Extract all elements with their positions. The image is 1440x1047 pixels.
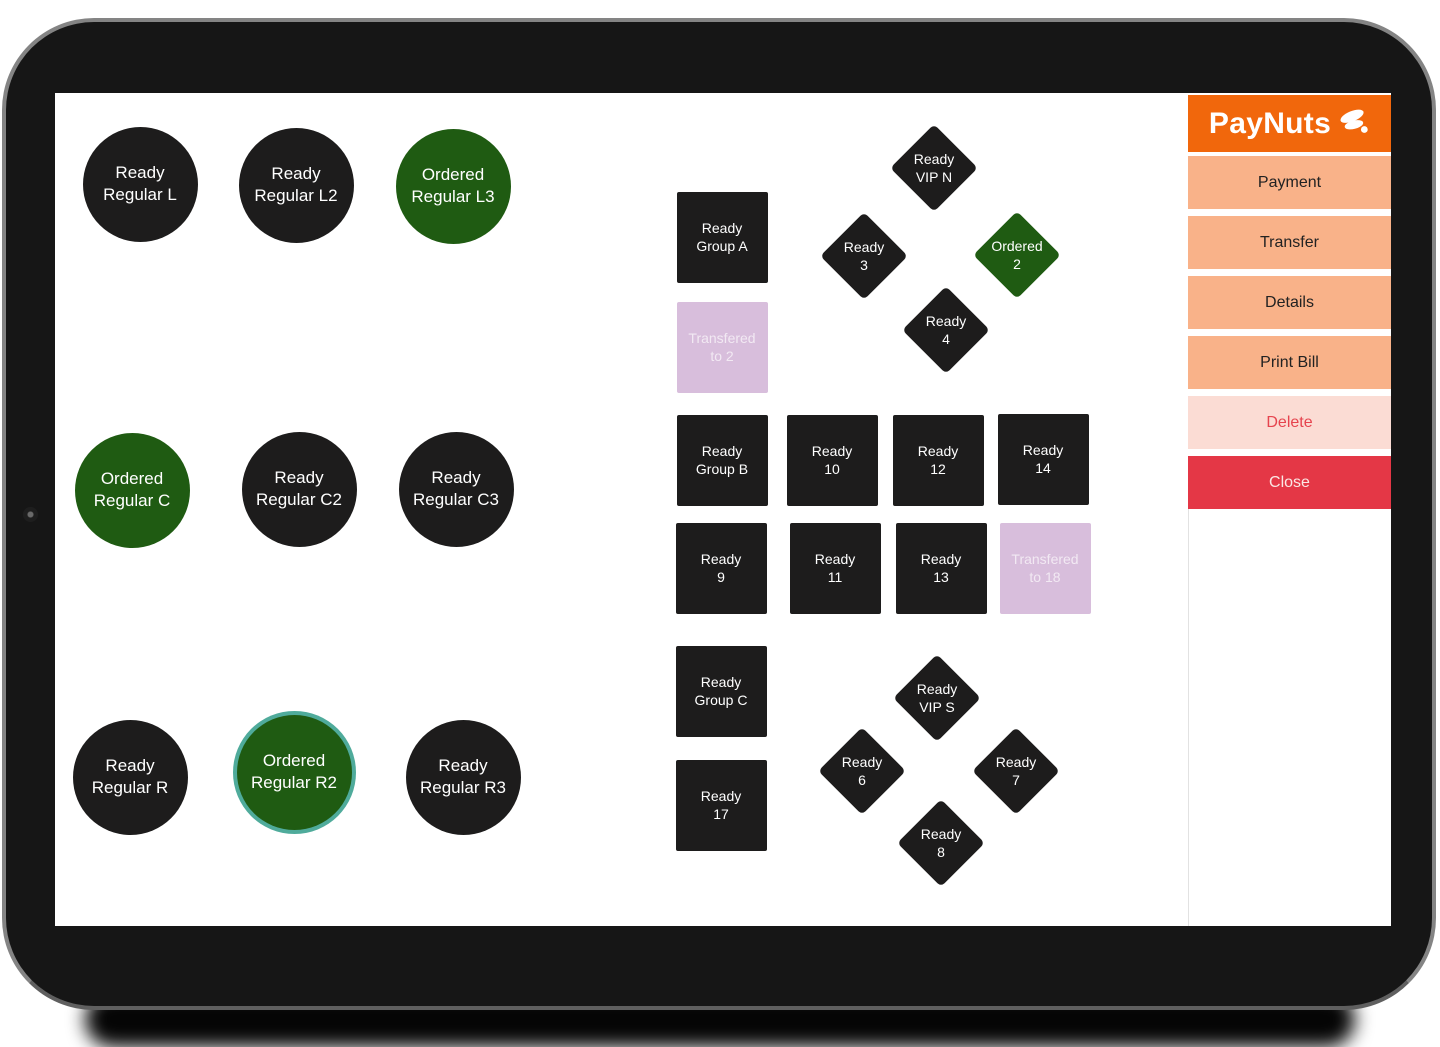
brand-title: PayNuts (1208, 106, 1332, 140)
peanut-leaf-icon (1340, 109, 1368, 133)
sidebar-button-payment[interactable]: Payment (1188, 156, 1391, 209)
sidebar-button-transfer[interactable]: Transfer (1188, 216, 1391, 269)
sidebar-button-details[interactable]: Details (1188, 276, 1391, 329)
front-camera (23, 507, 38, 522)
sidebar-spacer (1188, 509, 1391, 926)
brand-header: PayNuts (1188, 95, 1391, 152)
sidebar-button-delete[interactable]: Delete (1188, 396, 1391, 449)
sidebar-button-close[interactable]: Close (1188, 456, 1391, 509)
sidebar-button-print-bill[interactable]: Print Bill (1188, 336, 1391, 389)
